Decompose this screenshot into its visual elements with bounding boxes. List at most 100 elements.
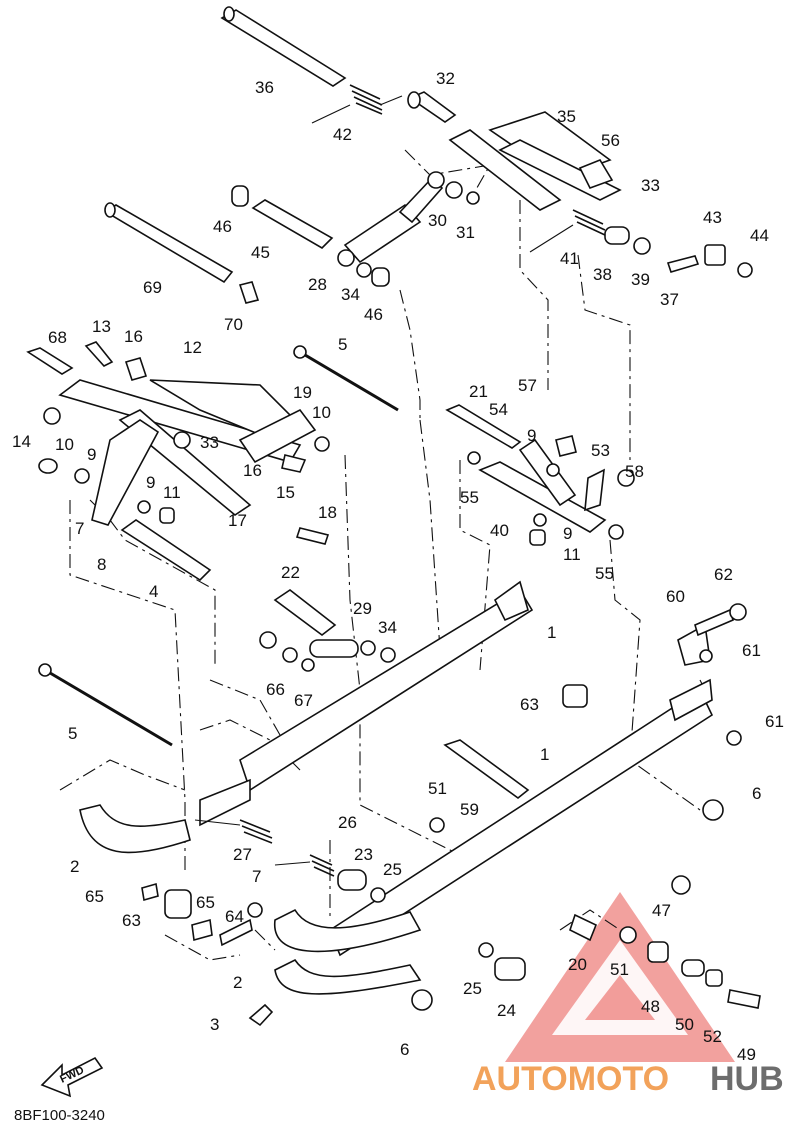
shock-absorber-28 [337,171,445,267]
callout-68: 68 [48,328,67,347]
callout-52: 52 [703,1027,722,1046]
rear-arm-35 [448,111,622,211]
callout-51: 51 [428,779,447,798]
bushing-38 [604,226,630,245]
shaft-69 [104,202,234,284]
bolt-32 [407,91,457,123]
callout-18: 18 [318,503,337,522]
callout-20: 20 [568,955,587,974]
callout-23: 23 [354,845,373,864]
callout-69: 69 [143,278,162,297]
callout-39: 39 [631,270,650,289]
callout-40: 40 [490,521,509,540]
callout-29: 29 [353,599,372,618]
callout-36: 36 [255,78,274,97]
bushings-22-29-66-67 [259,589,396,672]
callout-34: 34 [341,285,360,304]
callout-61: 61 [765,712,784,731]
callout-32: 32 [436,69,455,88]
callout-59: 59 [460,800,479,819]
callout-38: 38 [593,265,612,284]
callout-5: 5 [338,335,347,354]
slide-rail-right-upper [199,580,534,827]
callout-51: 51 [610,960,629,979]
callout-28: 28 [308,275,327,294]
callout-30: 30 [428,211,447,230]
shaft-45 [251,199,334,250]
callout-9: 9 [563,524,572,543]
bushings-30-31-34-46 [231,181,480,287]
callout-46: 46 [213,217,232,236]
spring-27 [194,819,273,844]
long-bolt-5-lower [38,663,173,747]
fasteners-lower [141,603,761,1027]
callout-50: 50 [675,1015,694,1034]
front-arm-12 [43,379,317,526]
callout-64: 64 [225,907,244,926]
callout-14: 14 [12,432,31,451]
callout-13: 13 [92,317,111,336]
callout-1: 1 [540,745,549,764]
callout-8: 8 [97,555,106,574]
fwd-arrow-icon: FWD [40,1056,104,1098]
fasteners-front [26,341,330,545]
callout-66: 66 [266,680,285,699]
callout-16: 16 [243,461,262,480]
callout-4: 4 [149,582,158,601]
callout-65: 65 [85,887,104,906]
spring-41 [529,209,606,253]
callout-5: 5 [68,724,77,743]
shaft-36 [220,6,347,87]
callout-16: 16 [124,327,143,346]
callout-37: 37 [660,290,679,309]
callout-49: 49 [737,1045,756,1064]
callout-21: 21 [469,382,488,401]
watermark-text-1: AUTOMOTO [472,1060,669,1098]
callout-2: 2 [233,973,242,992]
callout-63: 63 [122,911,141,930]
callout-48: 48 [641,997,660,1016]
callout-67: 67 [294,691,313,710]
callout-58: 58 [625,462,644,481]
spring-42 [311,84,403,124]
callout-2: 2 [70,857,79,876]
bracket-40 [445,404,635,546]
spring-26 [274,854,335,877]
callout-62: 62 [714,565,733,584]
callout-11: 11 [563,545,581,564]
callout-43: 43 [703,208,722,227]
callout-6: 6 [752,784,761,803]
long-bolt-5-upper [293,345,399,412]
callout-42: 42 [333,125,352,144]
callout-24: 24 [497,1001,516,1020]
callout-7: 7 [252,867,261,886]
callout-33: 33 [200,433,219,452]
callout-34: 34 [378,618,397,637]
nut-44 [737,262,753,278]
shock-4 [120,519,212,582]
callout-25: 25 [383,860,402,879]
callout-54: 54 [489,400,508,419]
callout-46: 46 [364,305,383,324]
callout-9: 9 [87,445,96,464]
callout-55: 55 [460,488,479,507]
callout-26: 26 [338,813,357,832]
callout-57: 57 [518,376,537,395]
callout-35: 35 [557,107,576,126]
callout-53: 53 [591,441,610,460]
callout-10: 10 [55,435,74,454]
callout-1: 1 [547,623,556,642]
callout-41: 41 [560,249,579,268]
callout-33: 33 [641,176,660,195]
callout-15: 15 [276,483,295,502]
callout-19: 19 [293,383,312,402]
callout-6: 6 [400,1040,409,1059]
callout-12: 12 [183,338,202,357]
callout-17: 17 [228,511,247,530]
callout-9: 9 [146,473,155,492]
callout-47: 47 [652,901,671,920]
callout-3: 3 [210,1015,219,1034]
callout-65: 65 [196,893,215,912]
